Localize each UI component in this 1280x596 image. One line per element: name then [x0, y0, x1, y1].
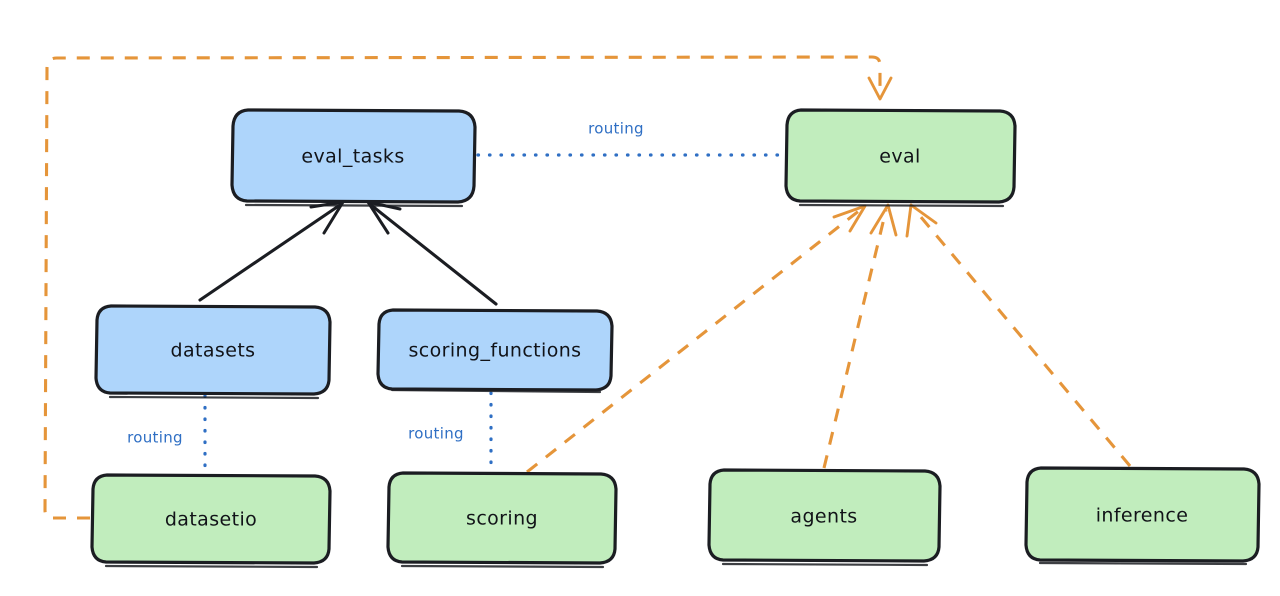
edge-datasetio-to-eval [43, 55, 893, 520]
node-inference[interactable]: inference [1024, 466, 1261, 566]
edge-label-routing-scoring: routing [408, 425, 464, 443]
node-agents[interactable]: agents [707, 468, 942, 567]
edge-datasets-to-eval_tasks [198, 200, 345, 302]
edge-scoring_functions-to-eval_tasks [366, 200, 498, 306]
edge-label-routing-eval-tasks: routing [588, 120, 644, 138]
node-scoring-shadow [400, 564, 605, 569]
node-scoring-functions-box[interactable] [376, 308, 614, 392]
arrowhead-datasetio-eval [867, 76, 893, 101]
edge-agents-to-eval [822, 203, 898, 469]
node-eval-tasks-shadow [244, 203, 464, 208]
edge-path-datasetio-eval [43, 55, 882, 520]
node-inference-shadow [1038, 561, 1248, 566]
node-scoring-functions[interactable]: scoring_functions [376, 308, 614, 394]
node-eval-tasks[interactable]: eval_tasks [230, 108, 477, 208]
node-agents-box[interactable] [707, 468, 942, 563]
node-datasets-box[interactable] [94, 304, 332, 396]
node-scoring-box[interactable] [386, 471, 618, 565]
edge-path-datasets-evaltasks [198, 203, 342, 302]
edge-path-agents-eval [822, 209, 888, 469]
node-datasets-shadow [108, 395, 320, 400]
node-eval-tasks-box[interactable] [230, 108, 477, 204]
node-eval-box[interactable] [784, 108, 1017, 204]
node-inference-box[interactable] [1024, 466, 1261, 563]
edge-path-scoringfn-evaltasks [369, 203, 498, 306]
node-agents-shadow [721, 562, 929, 567]
node-datasetio[interactable]: datasetio [90, 473, 332, 569]
node-datasets[interactable]: datasets [94, 304, 332, 400]
node-datasetio-shadow [104, 564, 319, 569]
edge-label-routing-datasets: routing [127, 429, 183, 447]
arrowhead-inference-eval [905, 203, 938, 238]
edge-inference-to-eval [905, 203, 1132, 467]
node-datasetio-box[interactable] [90, 473, 332, 565]
node-scoring[interactable]: scoring [386, 471, 618, 569]
edge-path-inference-eval [913, 209, 1132, 467]
node-eval[interactable]: eval [784, 108, 1017, 208]
node-eval-shadow [798, 203, 1005, 208]
arrowhead-agents-eval [869, 203, 898, 237]
